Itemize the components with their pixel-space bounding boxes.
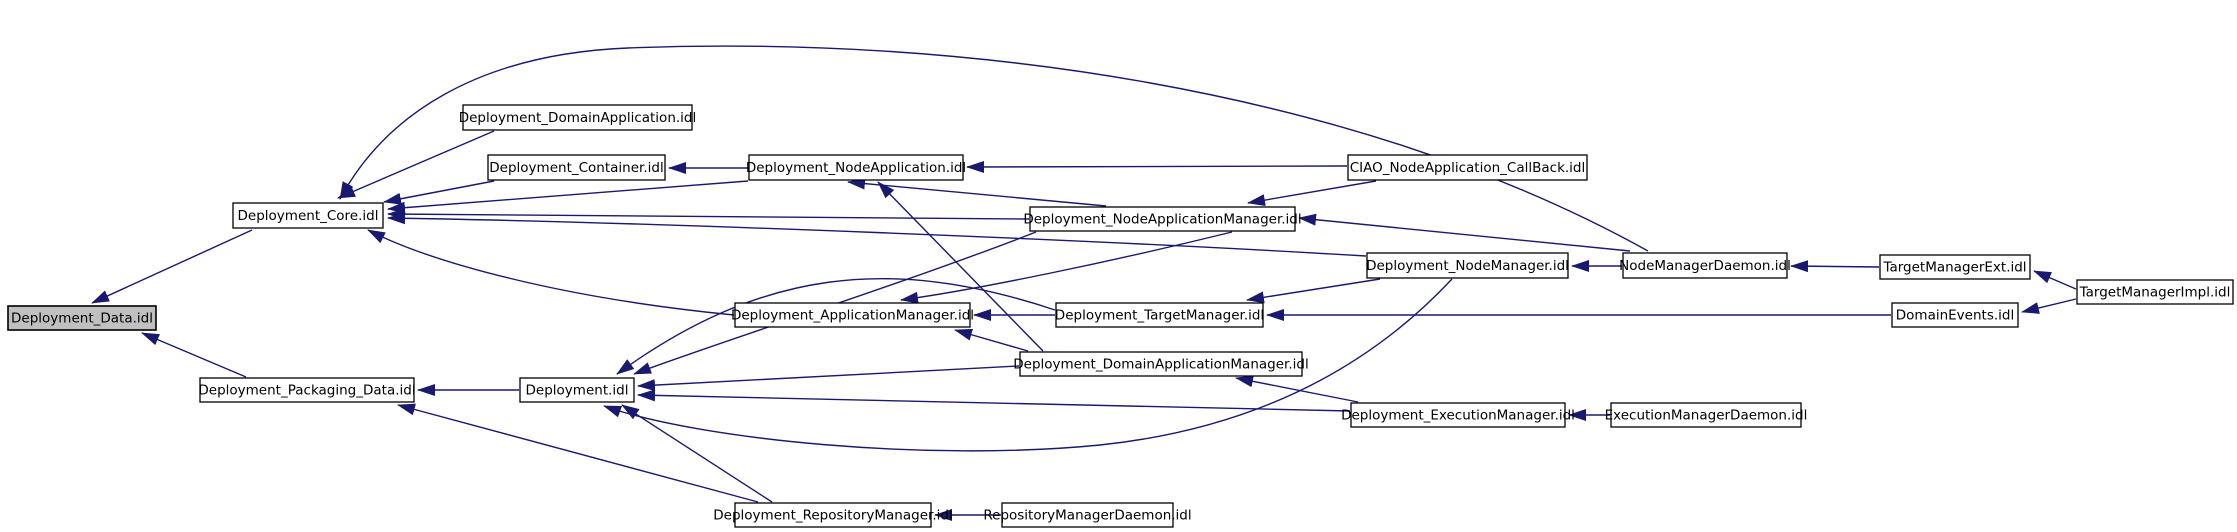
graph-node-box-dam[interactable] [1019, 351, 1303, 377]
graph-node-box-tm[interactable] [1055, 302, 1264, 328]
graph-node-domevents[interactable]: DomainEvents.idl [1891, 302, 2019, 328]
include-edge-callback-to-nodeapp [966, 160, 1348, 173]
graph-node-label-domapp: Deployment_DomainApplication.idl [459, 110, 697, 126]
graph-node-box-packaging[interactable] [199, 377, 415, 403]
graph-node-tm[interactable]: Deployment_TargetManager.idl [1055, 302, 1264, 328]
graph-node-nam[interactable]: Deployment_NodeApplicationManager.idl [1023, 206, 1302, 232]
graph-node-box-rm[interactable] [734, 502, 932, 528]
include-edge-nmdaemon-to-nam [1298, 213, 1631, 252]
graph-node-label-tmimpl: TargetManagerImpl.idl [2079, 285, 2231, 301]
graph-node-box-tmext[interactable] [1879, 254, 2031, 280]
graph-node-nmdaemon[interactable]: NodeManagerDaemon.idl [1619, 252, 1791, 279]
include-edge-nam-to-core [387, 208, 1030, 221]
include-edge-nmdaemon-to-core [339, 45, 1649, 252]
graph-node-label-tm: Deployment_TargetManager.idl [1055, 308, 1264, 324]
graph-node-label-em: Deployment_ExecutionManager.idl [1341, 408, 1575, 424]
graph-node-label-container: Deployment_Container.idl [489, 160, 663, 176]
graph-node-box-nodemgr[interactable] [1366, 252, 1569, 279]
include-edge-dam-to-am [954, 328, 1029, 352]
graph-node-label-nodeapp: Deployment_NodeApplication.idl [746, 160, 966, 176]
graph-node-box-container[interactable] [487, 154, 666, 181]
graph-node-box-core[interactable] [232, 202, 384, 229]
include-edge-rm-to-packaging [397, 403, 759, 503]
graph-node-label-rmdaemon: RepositoryManagerDaemon.idl [983, 508, 1191, 524]
graph-node-label-packaging: Deployment_Packaging_Data.idl [198, 383, 415, 399]
include-edge-tmimpl-to-tmext [2033, 270, 2077, 290]
graph-node-label-emdaemon: ExecutionManagerDaemon.idl [1605, 408, 1808, 424]
graph-node-box-nmdaemon[interactable] [1622, 252, 1788, 279]
graph-node-domapp[interactable]: Deployment_DomainApplication.idl [459, 104, 697, 131]
graph-node-box-domevents[interactable] [1891, 302, 2019, 328]
graph-node-label-dam: Deployment_DomainApplicationManager.idl [1013, 357, 1308, 373]
graph-node-packaging[interactable]: Deployment_Packaging_Data.idl [198, 377, 416, 403]
graph-node-em[interactable]: Deployment_ExecutionManager.idl [1341, 402, 1575, 428]
include-edge-nodemgr-to-deployment [603, 278, 1453, 452]
graph-node-label-data: Deployment_Data.idl [11, 311, 153, 327]
include-edge-rm-to-deployment [621, 404, 773, 503]
graph-node-box-em[interactable] [1350, 402, 1566, 428]
include-edge-container-to-core [383, 180, 495, 205]
graph-node-core[interactable]: Deployment_Core.idl [232, 202, 384, 229]
graph-node-rmdaemon[interactable]: RepositoryManagerDaemon.idl [983, 502, 1192, 528]
graph-node-dam[interactable]: Deployment_DomainApplicationManager.idl [1013, 351, 1309, 377]
graph-node-box-deployment[interactable] [519, 377, 635, 403]
graph-node-deployment[interactable]: Deployment.idl [519, 377, 635, 403]
graph-node-emdaemon[interactable]: ExecutionManagerDaemon.idl [1605, 402, 1808, 428]
graph-node-box-tmimpl[interactable] [2076, 279, 2234, 305]
include-edge-nodemgr-to-core [387, 212, 1367, 257]
graph-node-box-data[interactable] [7, 305, 157, 331]
graph-node-callback[interactable]: CIAO_NodeApplication_CallBack.idl [1347, 154, 1588, 181]
graph-node-label-core: Deployment_Core.idl [238, 208, 379, 224]
include-edge-tm-to-deployment [616, 277, 1056, 375]
graph-node-nodeapp[interactable]: Deployment_NodeApplication.idl [746, 154, 966, 181]
include-edge-tmext-to-nmdaemon [1790, 260, 1880, 273]
include-edge-callback-to-nam [1247, 180, 1377, 207]
graph-node-nodemgr[interactable]: Deployment_NodeManager.idl [1366, 252, 1569, 279]
include-edge-tmimpl-to-domevents [2021, 298, 2077, 314]
graph-node-label-am: Deployment_ApplicationManager.idl [731, 308, 974, 324]
graph-node-box-domapp[interactable] [462, 104, 693, 131]
graph-node-box-am[interactable] [734, 302, 971, 328]
graph-node-box-callback[interactable] [1347, 154, 1588, 181]
include-edge-am-to-core [367, 229, 735, 316]
graph-node-container[interactable]: Deployment_Container.idl [487, 154, 666, 181]
include-edge-nodemgr-to-tm [1246, 278, 1381, 304]
include-edge-nam-to-am [900, 231, 1233, 304]
include-edge-em-to-deployment [637, 389, 1351, 412]
graph-node-label-nodemgr: Deployment_NodeManager.idl [1366, 258, 1569, 274]
include-edge-packaging-to-data [141, 332, 247, 378]
graph-node-label-nmdaemon: NodeManagerDaemon.idl [1619, 258, 1791, 274]
graph-node-tmext[interactable]: TargetManagerExt.idl [1879, 254, 2031, 280]
include-edge-dam-to-nodeapp [877, 181, 1044, 352]
graph-node-label-deployment: Deployment.idl [526, 383, 629, 399]
include-edge-core-to-data [91, 229, 253, 304]
include-edge-em-to-dam [1235, 375, 1359, 403]
graph-node-box-nodeapp[interactable] [748, 154, 964, 181]
graph-node-label-rm: Deployment_RepositoryManager.idl [713, 508, 952, 524]
graph-node-label-nam: Deployment_NodeApplicationManager.idl [1023, 212, 1301, 228]
graph-node-am[interactable]: Deployment_ApplicationManager.idl [731, 302, 974, 328]
graph-node-box-nam[interactable] [1029, 206, 1296, 232]
graph-node-label-domevents: DomainEvents.idl [1896, 308, 2014, 324]
graph-node-box-emdaemon[interactable] [1610, 402, 1802, 428]
include-edge-nam-to-nodeapp [847, 177, 1107, 207]
include-edge-domapp-to-core [337, 130, 495, 199]
graph-node-box-rmdaemon[interactable] [1001, 502, 1174, 528]
graph-node-rm[interactable]: Deployment_RepositoryManager.idl [713, 502, 953, 528]
graph-node-tmimpl[interactable]: TargetManagerImpl.idl [2076, 279, 2234, 305]
graph-node-label-callback: CIAO_NodeApplication_CallBack.idl [1350, 160, 1586, 176]
include-edge-nodeapp-to-core [387, 180, 749, 214]
include-edge-dam-to-deployment [637, 365, 1020, 392]
graph-node-data[interactable]: Deployment_Data.idl [7, 305, 157, 331]
graph-node-label-tmext: TargetManagerExt.idl [1882, 260, 2026, 276]
